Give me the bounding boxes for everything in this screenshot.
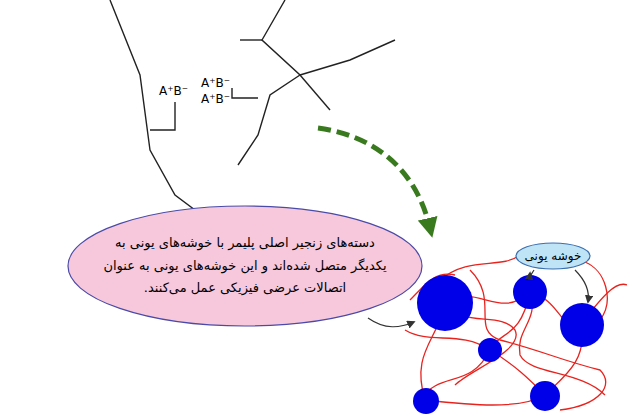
ion-pair-label: A⁺B⁻ [159, 85, 188, 97]
polymer-chains [110, 0, 395, 225]
leader-arrow [368, 318, 414, 327]
cluster-ellipse: خوشه یونی [515, 242, 591, 270]
leader-arrow [575, 270, 588, 302]
network-chains [405, 254, 627, 410]
note-ellipse: دسته‌های زنجیر اصلی پلیمر با خوشه‌های یو… [67, 205, 423, 327]
node-text: دسته‌های زنجیر اصلی پلیمر با خوشه‌های یو… [97, 232, 393, 300]
leader-arrow [530, 270, 534, 277]
node-text: خوشه یونی [525, 249, 582, 263]
ion-pair-label: A⁺B⁻ [201, 93, 230, 105]
transition-arrow [318, 128, 430, 228]
ion-pair-label: A⁺B⁻ [201, 77, 230, 89]
ionic-clusters [413, 275, 604, 414]
